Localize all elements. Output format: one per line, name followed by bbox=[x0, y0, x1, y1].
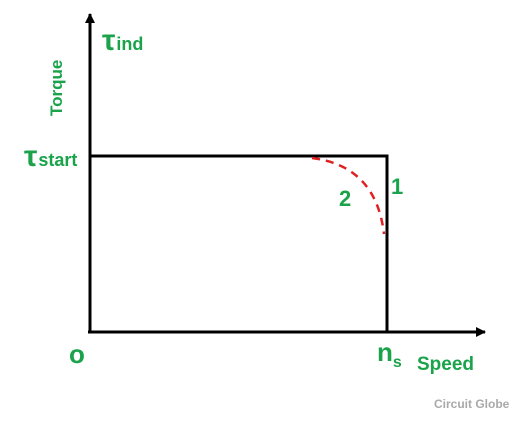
curve-2-label: 2 bbox=[339, 186, 351, 211]
origin-label: o bbox=[69, 339, 85, 369]
tau-start-label: τstart bbox=[24, 140, 77, 173]
y-axis-title: Torque bbox=[47, 60, 66, 116]
x-axis-title: Speed bbox=[417, 354, 474, 375]
curve-2-dashed bbox=[311, 156, 386, 235]
tau-ind-label: τind bbox=[102, 24, 143, 57]
ns-label: ns bbox=[377, 337, 402, 371]
curve-1-line bbox=[90, 154, 389, 332]
curve-1-label: 1 bbox=[391, 174, 403, 199]
credit-text: Circuit Globe bbox=[434, 397, 510, 411]
